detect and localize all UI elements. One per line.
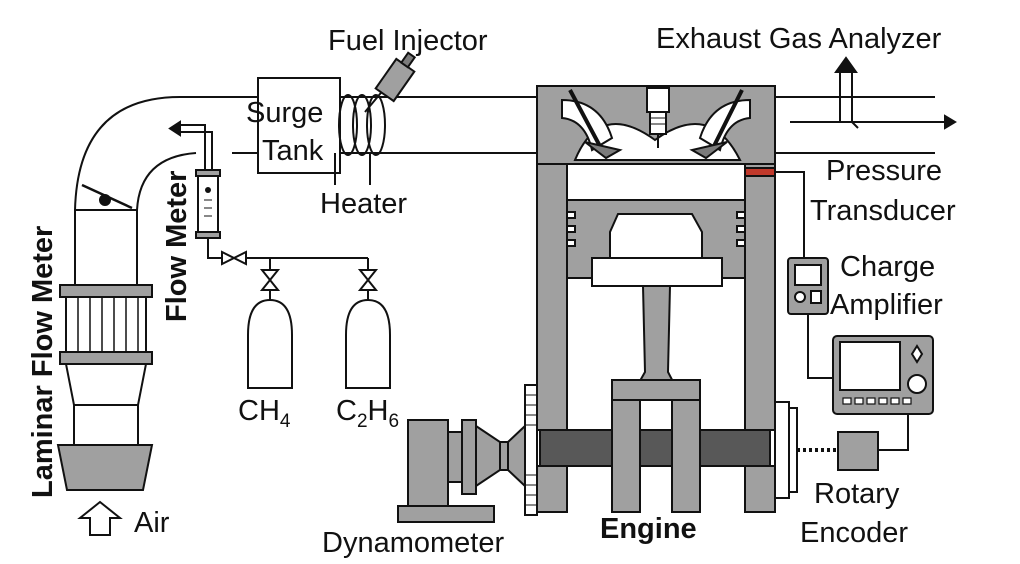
exhaust-pipe [775, 56, 957, 154]
air-arrow-icon [77, 500, 123, 536]
surge-tank [257, 77, 341, 174]
laminar-flow-meter [56, 183, 154, 491]
data-acquisition-unit [832, 335, 934, 451]
label-laminar-flow-meter: Laminar Flow Meter [27, 226, 59, 498]
dynamometer [397, 419, 526, 523]
label-encoder: Encoder [800, 517, 908, 549]
label-engine: Engine [600, 513, 697, 545]
label-surge: Surge [246, 97, 323, 129]
ch4-cylinder [247, 269, 293, 389]
label-tank: Tank [262, 135, 324, 167]
label-flow-meter: Flow Meter [161, 171, 193, 322]
label-dynamometer: Dynamometer [322, 527, 504, 559]
label-c2h6: C2H6 [336, 395, 399, 432]
rotary-encoder [797, 431, 879, 471]
label-ch4: CH4 [238, 395, 291, 432]
pressure-transducer [744, 167, 805, 260]
c2h6-cylinder [345, 269, 391, 389]
label-pressure: Pressure [826, 155, 942, 187]
label-fuel-injector: Fuel Injector [328, 25, 488, 57]
gas-flow-meter [168, 120, 369, 270]
label-charge: Charge [840, 251, 935, 283]
label-heater: Heater [320, 188, 407, 220]
heater-coil [334, 94, 386, 185]
label-air: Air [134, 507, 170, 539]
charge-amplifier [787, 257, 836, 379]
fuel-injector-icon [364, 51, 417, 113]
label-transducer: Transducer [810, 195, 956, 227]
engine-block [524, 85, 798, 516]
label-exhaust-gas-analyzer: Exhaust Gas Analyzer [656, 23, 942, 55]
label-amplifier: Amplifier [830, 289, 943, 321]
label-rotary: Rotary [814, 478, 900, 510]
